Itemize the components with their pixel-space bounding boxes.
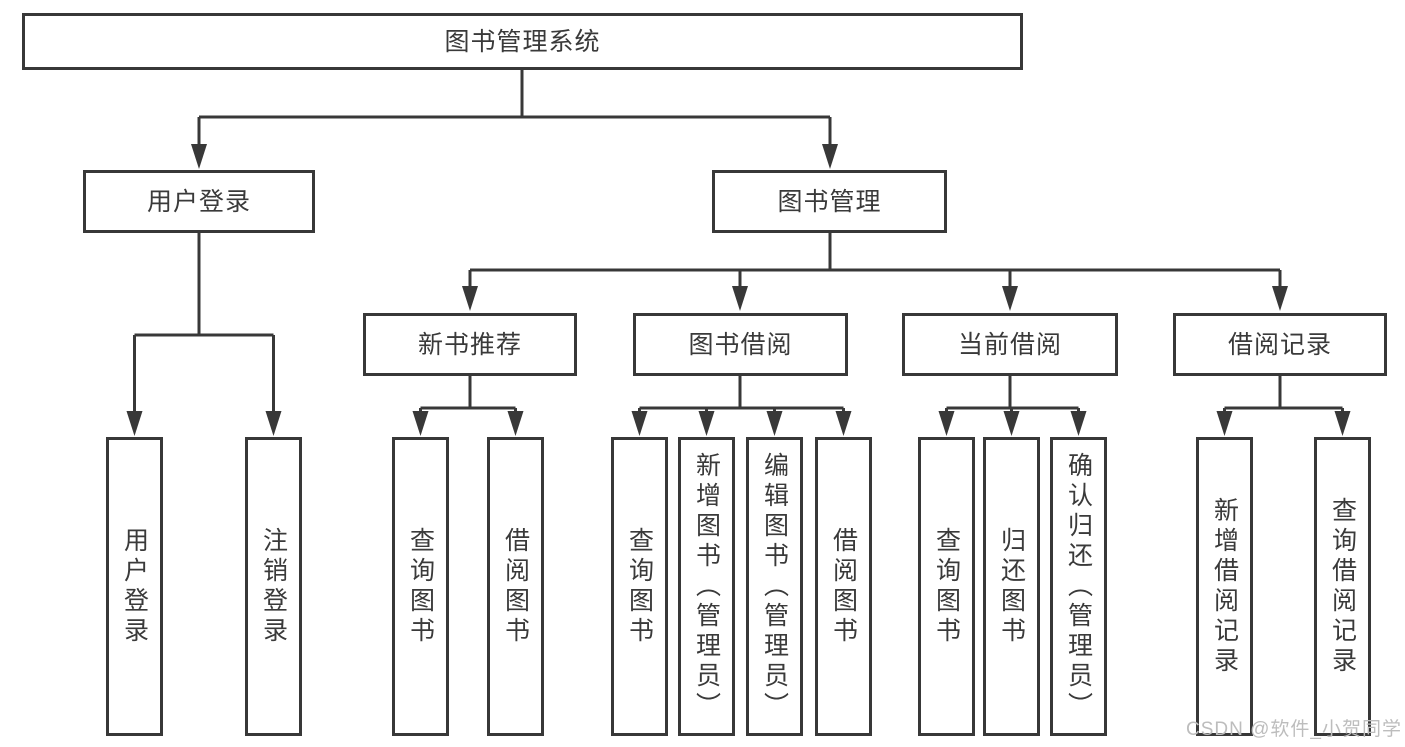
node-current-borrow: 当前借阅 xyxy=(902,313,1118,376)
node-user-login-group: 用户登录 xyxy=(83,170,315,233)
node-leaf-user-login: 用户登录 xyxy=(106,437,163,736)
node-label: 查询图书 xyxy=(625,526,654,647)
node-leaf-add-borrow-record: 新增借阅记录 xyxy=(1196,437,1253,736)
node-label: 查询借阅记录 xyxy=(1328,496,1357,677)
node-label: 借阅图书 xyxy=(829,526,858,647)
node-borrow-records: 借阅记录 xyxy=(1173,313,1387,376)
node-label: 查询图书 xyxy=(932,526,961,647)
node-leaf-add-books-admin: 新增图书（管理员） xyxy=(678,437,735,736)
node-leaf-query-books-3: 查询图书 xyxy=(918,437,975,736)
node-root-system: 图书管理系统 xyxy=(22,13,1023,70)
connector-user-login-to-leaves xyxy=(133,233,275,412)
node-leaf-logout: 注销登录 xyxy=(245,437,302,736)
arrowhead-icon xyxy=(265,411,282,436)
arrowhead-icon xyxy=(191,144,207,169)
connector-root-to-level2 xyxy=(197,70,832,146)
connector-book-mgmt-to-level3 xyxy=(468,233,1282,288)
node-leaf-edit-books-admin: 编辑图书（管理员） xyxy=(746,437,803,736)
arrowhead-icon xyxy=(835,411,852,436)
node-label: 图书管理系统 xyxy=(444,27,601,56)
csdn-watermark: CSDN @软件_小贺同学 xyxy=(1186,719,1402,740)
node-label: 借阅记录 xyxy=(1227,330,1332,359)
node-leaf-confirm-return-admin: 确认归还（管理员） xyxy=(1050,437,1107,736)
arrowhead-icon xyxy=(822,144,838,169)
arrowhead-icon xyxy=(412,411,429,436)
node-label: 用户登录 xyxy=(146,187,251,216)
node-label: 注销登录 xyxy=(259,526,288,647)
arrowhead-icon xyxy=(507,411,524,436)
node-label: 图书借阅 xyxy=(688,330,793,359)
node-leaf-borrow-books-1: 借阅图书 xyxy=(487,437,544,736)
arrowhead-icon xyxy=(126,411,143,436)
node-book-borrow: 图书借阅 xyxy=(633,313,848,376)
arrowhead-icon xyxy=(1002,286,1018,311)
node-label: 当前借阅 xyxy=(957,330,1062,359)
connector-book-borrow-to-leaves xyxy=(638,376,845,414)
node-label: 查询图书 xyxy=(406,526,435,647)
arrowhead-icon xyxy=(698,411,715,436)
arrowhead-icon xyxy=(1003,411,1020,436)
node-book-management: 图书管理 xyxy=(712,170,947,233)
node-leaf-query-books-1: 查询图书 xyxy=(392,437,449,736)
node-leaf-borrow-books-2: 借阅图书 xyxy=(815,437,872,736)
node-label: 新增借阅记录 xyxy=(1210,496,1239,677)
connector-new-book-to-leaves xyxy=(419,376,517,414)
node-label: 归还图书 xyxy=(997,526,1026,647)
connector-borrow-records-to-leaves xyxy=(1223,376,1344,414)
connector-current-borrow-to-leaves xyxy=(945,376,1080,414)
node-label: 图书管理 xyxy=(777,187,882,216)
arrowhead-icon xyxy=(1216,411,1233,436)
arrowhead-icon xyxy=(1070,411,1087,436)
arrowhead-icon xyxy=(1334,411,1351,436)
arrowhead-icon xyxy=(1272,286,1288,311)
arrowhead-icon xyxy=(631,411,648,436)
arrowhead-icon xyxy=(938,411,955,436)
node-label: 借阅图书 xyxy=(501,526,530,647)
node-label: 新增图书（管理员） xyxy=(692,451,721,722)
node-leaf-query-books-2: 查询图书 xyxy=(611,437,668,736)
node-label: 确认归还（管理员） xyxy=(1064,451,1093,722)
node-leaf-return-books: 归还图书 xyxy=(983,437,1040,736)
node-label: 编辑图书（管理员） xyxy=(760,451,789,722)
node-label: 用户登录 xyxy=(120,526,149,647)
node-label: 新书推荐 xyxy=(417,330,522,359)
node-new-book-recommend: 新书推荐 xyxy=(363,313,577,376)
arrowhead-icon xyxy=(766,411,783,436)
arrowhead-icon xyxy=(462,286,478,311)
arrowhead-icon xyxy=(732,286,748,311)
node-leaf-query-borrow-record: 查询借阅记录 xyxy=(1314,437,1371,736)
